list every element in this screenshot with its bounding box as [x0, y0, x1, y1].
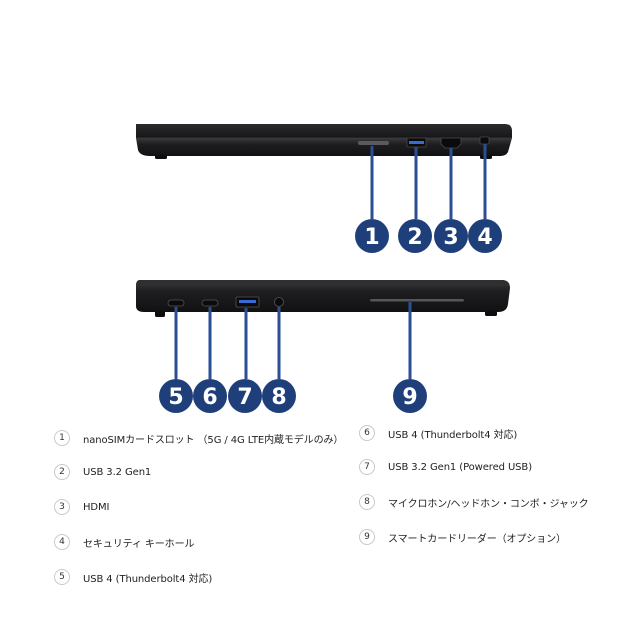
callout-number-8: 8: [271, 385, 286, 410]
legend-item-9: 9 スマートカードリーダー（オプション）: [359, 529, 566, 545]
callout-badge-6: [193, 379, 227, 413]
legend-label: HDMI: [83, 501, 110, 513]
legend-number-badge: 9: [359, 529, 375, 545]
legend-item-8: 8 マイクロホン/ヘッドホン・コンボ・ジャック: [359, 494, 589, 510]
callout-number-7: 7: [237, 385, 252, 410]
callout-badge-7: [228, 379, 262, 413]
nanosim-slot: [358, 141, 389, 145]
legend-item-5: 5 USB 4 (Thunderbolt4 対応): [54, 569, 212, 585]
laptop-left-side-view: [136, 280, 510, 317]
callout-number-4: 4: [477, 225, 492, 250]
callout-number-5: 5: [168, 385, 183, 410]
usb-c-port-2: [201, 299, 219, 307]
legend-item-7: 7 USB 3.2 Gen1 (Powered USB): [359, 459, 532, 475]
legend-item-1: 1 nanoSIMカードスロット （5G / 4G LTE内蔵モデルのみ）: [54, 430, 343, 446]
port-legend: 1 nanoSIMカードスロット （5G / 4G LTE内蔵モデルのみ） 2 …: [0, 420, 640, 640]
legend-label: スマートカードリーダー（オプション）: [388, 533, 566, 545]
usb-c-port-1: [167, 299, 185, 307]
laptop-right-side-view: [136, 124, 512, 159]
hdmi-port: [440, 137, 462, 149]
legend-number-badge: 3: [54, 499, 70, 515]
callout-number-3: 3: [443, 225, 458, 250]
legend-item-4: 4 セキュリティ キーホール: [54, 534, 194, 550]
legend-item-2: 2 USB 3.2 Gen1: [54, 464, 151, 480]
legend-label: nanoSIMカードスロット （5G / 4G LTE内蔵モデルのみ）: [83, 434, 344, 446]
callout-badge-9: [393, 379, 427, 413]
security-keyhole: [479, 136, 490, 145]
legend-label: セキュリティ キーホール: [83, 538, 195, 550]
callout-number-9: 9: [402, 385, 417, 410]
legend-number-badge: 4: [54, 534, 70, 550]
legend-label: USB 3.2 Gen1 (Powered USB): [388, 461, 532, 473]
callout-number-2: 2: [407, 225, 422, 250]
legend-number-badge: 5: [54, 569, 70, 585]
legend-label: USB 4 (Thunderbolt4 対応): [388, 429, 518, 441]
legend-label: USB 3.2 Gen1: [83, 466, 152, 478]
callout-number-1: 1: [364, 225, 379, 250]
legend-label: マイクロホン/ヘッドホン・コンボ・ジャック: [388, 498, 589, 510]
smart-card-slot: [370, 299, 464, 302]
legend-label: USB 4 (Thunderbolt4 対応): [83, 573, 213, 585]
legend-item-3: 3 HDMI: [54, 499, 110, 515]
callout-badge-2: [398, 219, 432, 253]
audio-jack: [274, 297, 284, 307]
callout-badge-5: [159, 379, 193, 413]
legend-number-badge: 2: [54, 464, 70, 480]
legend-item-6: 6 USB 4 (Thunderbolt4 対応): [359, 425, 517, 441]
legend-number-badge: 8: [359, 494, 375, 510]
callout-badge-4: [468, 219, 502, 253]
callout-number-6: 6: [202, 385, 217, 410]
legend-number-badge: 6: [359, 425, 375, 441]
callout-badge-8: [262, 379, 296, 413]
legend-number-badge: 1: [54, 430, 70, 446]
callout-badge-1: [355, 219, 389, 253]
callout-badge-3: [434, 219, 468, 253]
legend-number-badge: 7: [359, 459, 375, 475]
